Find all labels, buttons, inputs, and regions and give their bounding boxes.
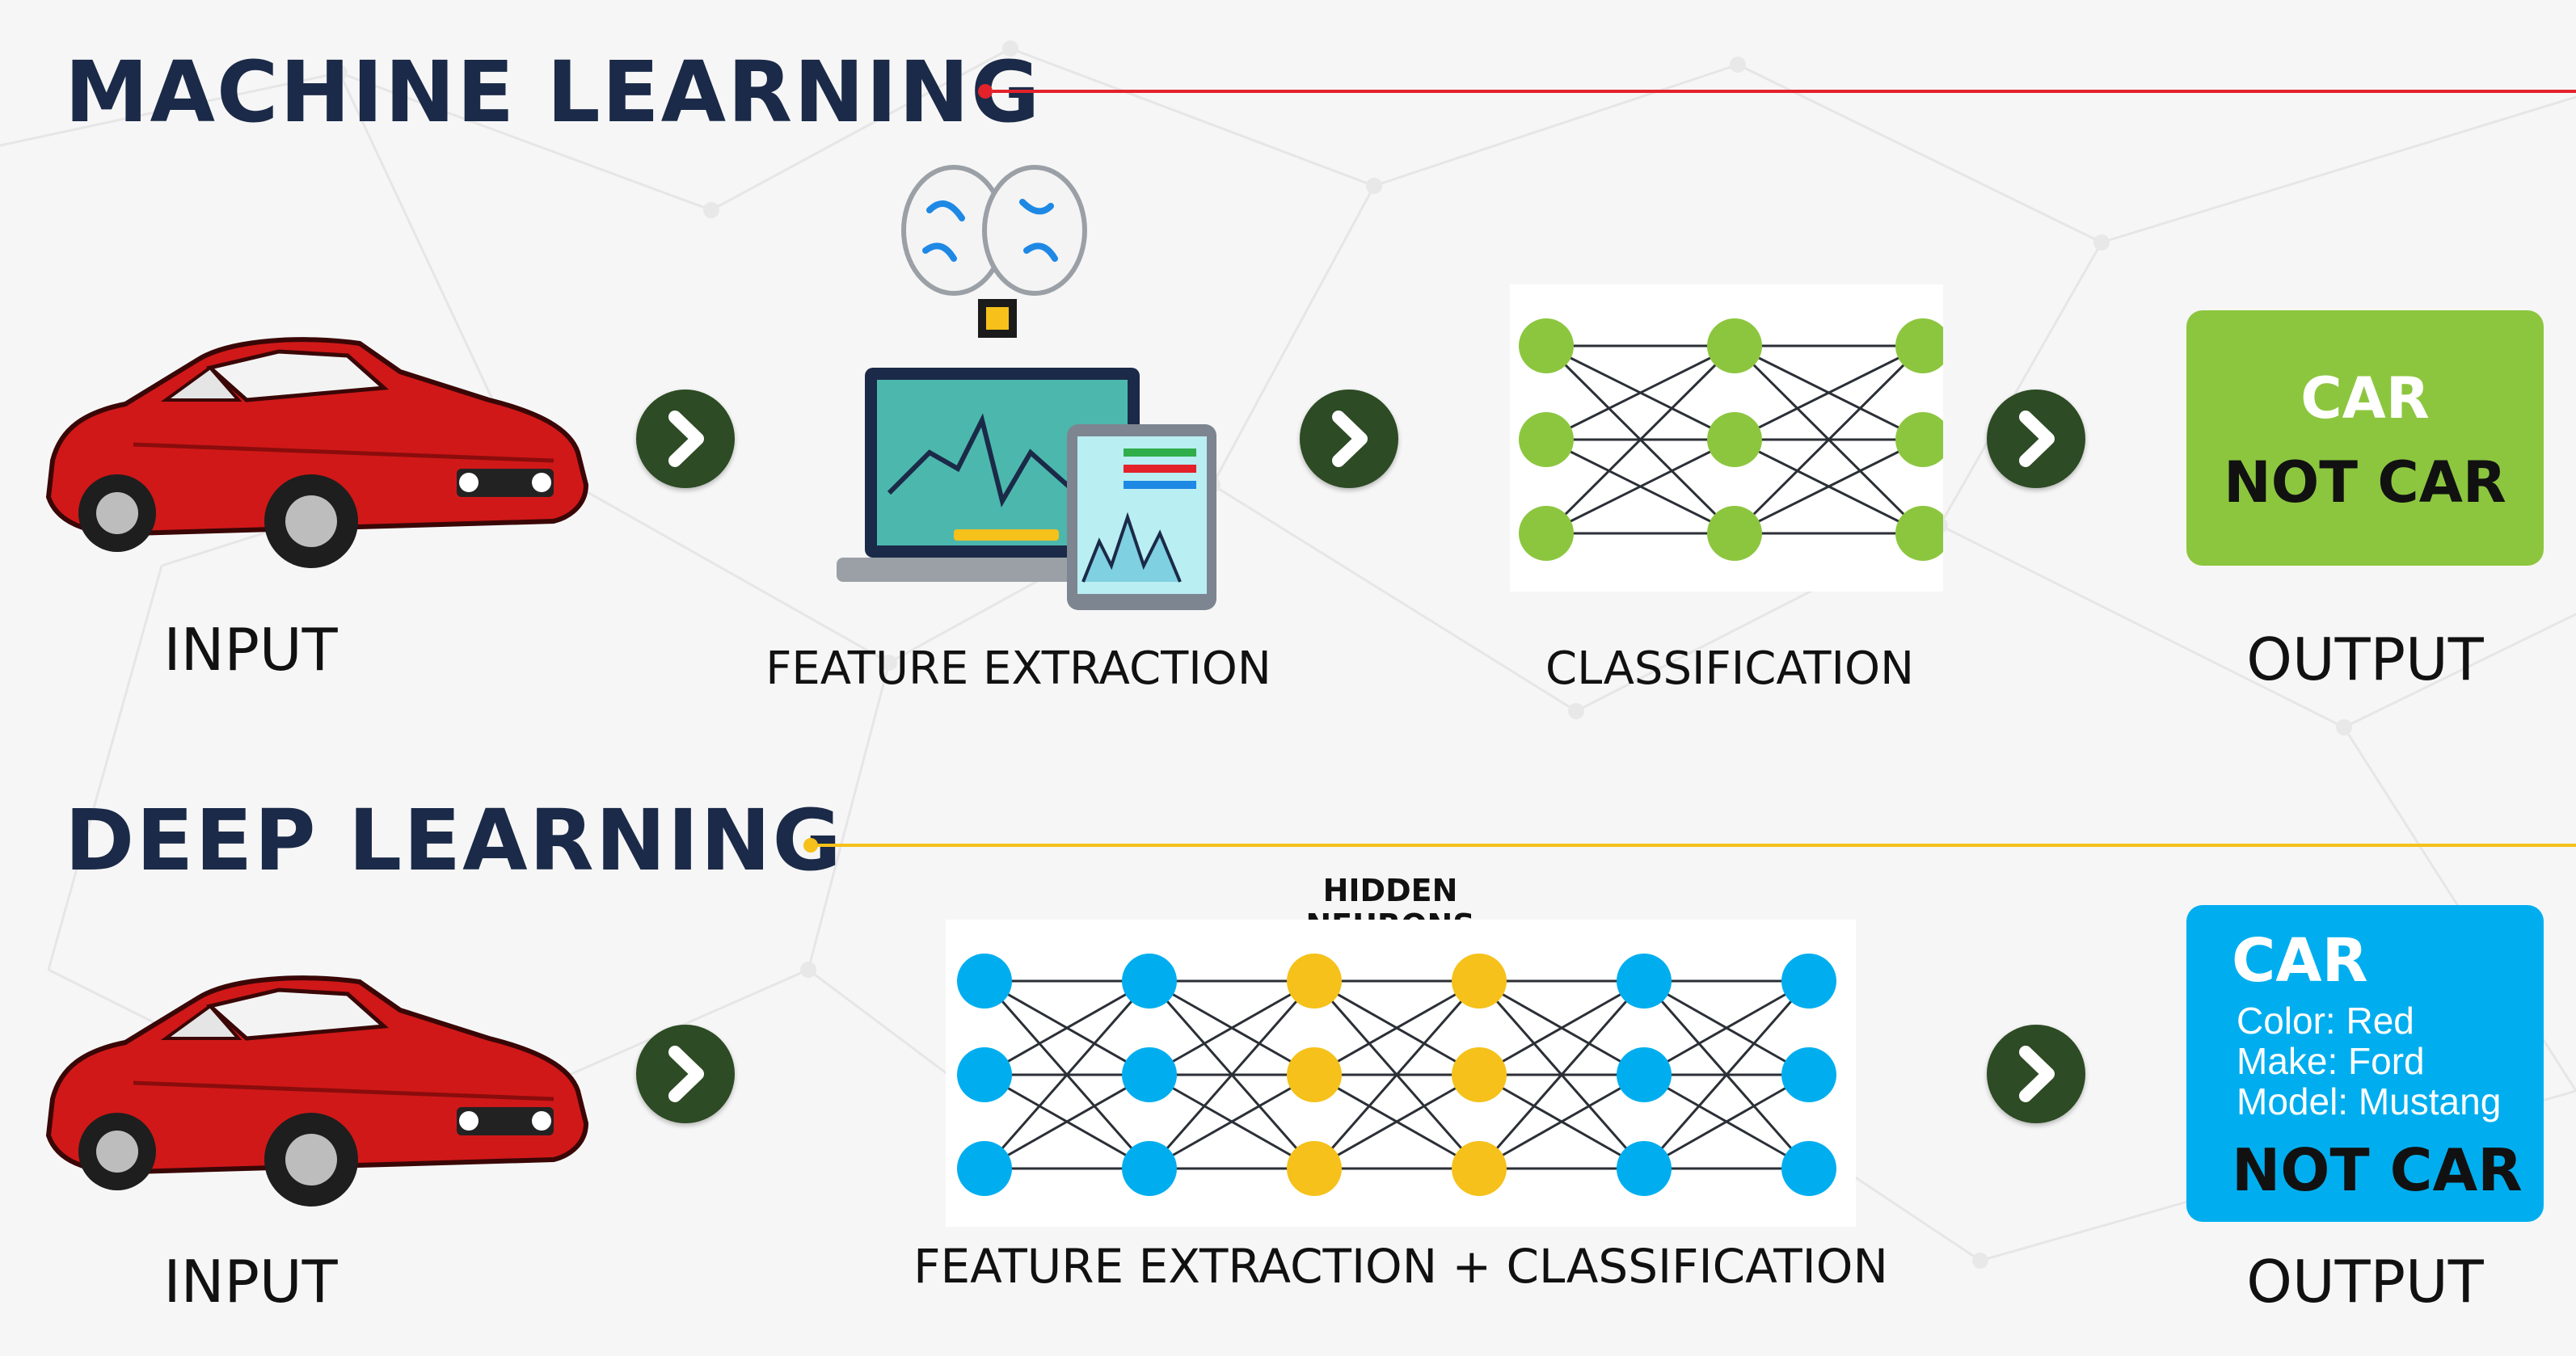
ml-arrow-1	[636, 390, 735, 488]
chevron-right-icon	[2019, 1046, 2055, 1102]
ml-output-car: CAR	[2300, 365, 2430, 432]
network-node	[1895, 412, 1943, 467]
ml-feature-extraction-label: FEATURE EXTRACTION	[765, 642, 1271, 695]
network-connection	[1149, 979, 1315, 1076]
network-connection	[1643, 1073, 1810, 1170]
network-node	[1617, 1047, 1672, 1102]
ml-output-box: CAR NOT CAR	[2186, 310, 2544, 566]
network-connection	[1642, 980, 1811, 1169]
network-node	[1707, 318, 1762, 373]
network-node	[957, 1047, 1012, 1102]
dl-input-label: INPUT	[163, 1248, 338, 1316]
network-node	[1707, 412, 1762, 467]
network-connection	[1478, 979, 1645, 1076]
dl-output-not-car: NOT CAR	[2232, 1136, 2523, 1204]
machine-learning-rule-dot	[978, 84, 993, 99]
network-node	[1122, 1141, 1177, 1196]
car-icon	[45, 337, 589, 568]
dl-output-color-attr: Color: Red	[2237, 1000, 2414, 1042]
feature-extraction-illustration	[837, 165, 1216, 610]
network-connection	[1734, 344, 1924, 441]
network-connection	[1313, 980, 1481, 1169]
ml-input-label: INPUT	[163, 616, 338, 684]
network-connection	[1478, 1073, 1645, 1170]
network-node	[1122, 1047, 1177, 1102]
network-connection	[1313, 979, 1480, 1076]
network-connection	[1734, 438, 1924, 535]
tablet-chart-icon	[1067, 424, 1216, 610]
network-node	[1519, 318, 1574, 373]
network-node	[1287, 954, 1342, 1009]
network-node	[1519, 506, 1574, 561]
dl-network-panel	[946, 920, 1856, 1227]
ml-arrow-3	[1987, 390, 2085, 488]
deep-learning-rule	[818, 844, 2576, 847]
network-connection	[1545, 344, 1736, 535]
car-icon	[45, 975, 589, 1207]
network-connection	[1149, 1073, 1315, 1170]
dl-output-label: OUTPUT	[2246, 1248, 2484, 1316]
network-node	[1617, 954, 1672, 1009]
network-node	[1452, 1047, 1507, 1102]
dl-feature-extraction-classification-label: FEATURE EXTRACTION + CLASSIFICATION	[913, 1239, 1888, 1294]
dl-output-box: CAR Color: Red Make: Ford Model: Mustang…	[2186, 905, 2544, 1222]
network-node	[957, 1141, 1012, 1196]
network-connection	[1643, 979, 1810, 1076]
network-node	[1781, 954, 1836, 1009]
neural-network-icon	[1519, 318, 1943, 561]
chevron-right-icon	[2019, 411, 2055, 467]
network-connection	[984, 1073, 1150, 1170]
dl-output-car: CAR	[2232, 926, 2368, 996]
network-node	[1519, 412, 1574, 467]
network-node	[1452, 954, 1507, 1009]
dl-arrow-2	[1987, 1025, 2085, 1123]
hidden-neurons-label-line1: HIDDEN	[1322, 873, 1458, 908]
network-node	[1895, 318, 1943, 373]
network-node	[1452, 1141, 1507, 1196]
network-connection	[1545, 344, 1735, 441]
network-node	[1122, 954, 1177, 1009]
network-connection	[1478, 980, 1646, 1169]
network-connection	[1148, 980, 1316, 1169]
network-connection	[1733, 344, 1925, 535]
network-node	[1617, 1141, 1672, 1196]
ml-output-label: OUTPUT	[2246, 625, 2484, 693]
network-node	[1707, 506, 1762, 561]
brain-chip-icon	[901, 165, 1087, 338]
network-node	[1781, 1141, 1836, 1196]
network-node	[957, 954, 1012, 1009]
ml-classification-label: CLASSIFICATION	[1545, 642, 1914, 695]
chevron-right-icon	[668, 411, 704, 467]
dl-arrow-1	[636, 1025, 735, 1123]
chevron-right-icon	[668, 1046, 704, 1102]
chevron-right-icon	[1332, 411, 1368, 467]
network-connection	[1313, 1073, 1480, 1170]
network-connection	[984, 979, 1150, 1076]
network-node	[1781, 1047, 1836, 1102]
dl-output-make-attr: Make: Ford	[2237, 1040, 2425, 1082]
network-node	[1287, 1141, 1342, 1196]
deep-learning-title: DEEP LEARNING	[65, 791, 843, 890]
neural-network-icon	[957, 954, 1836, 1196]
network-connection	[1545, 438, 1735, 535]
deep-learning-rule-dot	[803, 838, 818, 853]
network-node	[1895, 506, 1943, 561]
machine-learning-rule	[993, 90, 2576, 93]
dl-output-model-attr: Model: Mustang	[2237, 1080, 2502, 1122]
machine-learning-title: MACHINE LEARNING	[65, 43, 1042, 141]
network-node	[1287, 1047, 1342, 1102]
network-connection	[983, 980, 1151, 1169]
ml-output-not-car: NOT CAR	[2224, 449, 2506, 516]
ml-arrow-2	[1300, 390, 1398, 488]
